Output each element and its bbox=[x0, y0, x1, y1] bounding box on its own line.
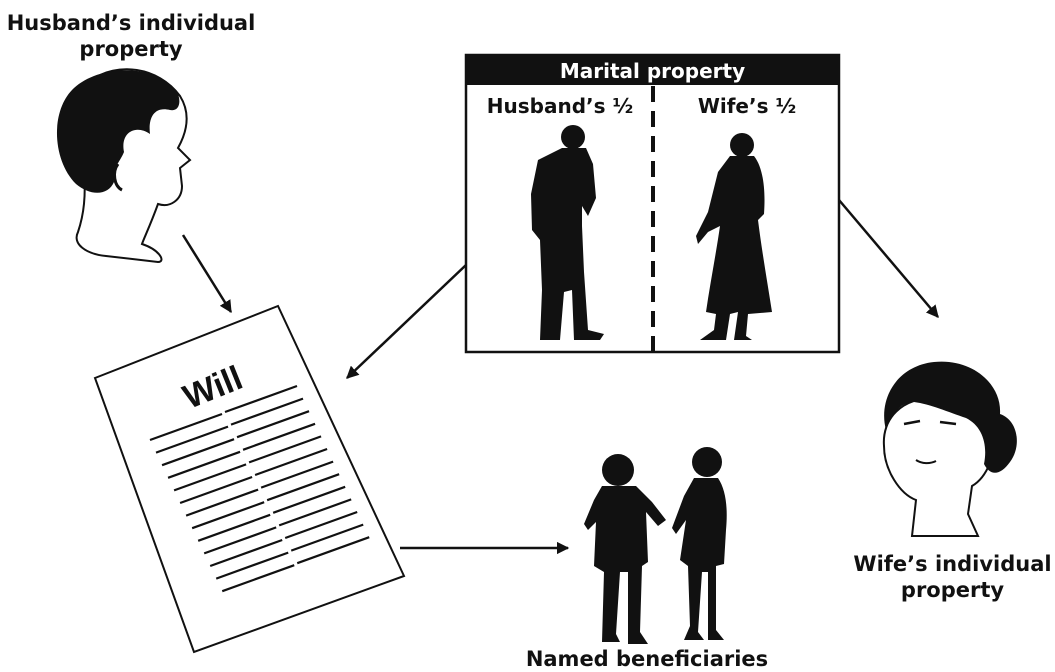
husband-silhouette-icon bbox=[531, 125, 604, 340]
will-text-line bbox=[197, 513, 271, 542]
wife-silhouette-icon bbox=[696, 133, 772, 340]
will-text-line bbox=[221, 564, 295, 593]
will-text-line bbox=[215, 551, 289, 580]
beneficiaries-label: Named beneficiaries bbox=[525, 647, 769, 671]
will-text-line bbox=[272, 485, 346, 514]
arrow-marital-to-will bbox=[346, 264, 467, 379]
will-text-line bbox=[161, 438, 235, 467]
wife-property-label-line2: property bbox=[900, 578, 1005, 602]
will-text-line bbox=[266, 473, 340, 502]
will-text-line bbox=[242, 422, 316, 451]
children-silhouette-icon bbox=[584, 447, 727, 644]
wife-half-label: Wife’s ½ bbox=[697, 94, 797, 118]
will-text-line bbox=[236, 410, 310, 439]
will-document bbox=[93, 304, 406, 654]
will-text-line bbox=[209, 538, 283, 568]
marital-property-title: Marital property bbox=[559, 59, 746, 83]
husband-property-label-line1: Husband’s individual bbox=[6, 11, 256, 35]
will-text-line bbox=[248, 435, 322, 464]
will-text-line bbox=[167, 450, 241, 479]
husband-property-label: Husband’s individual property bbox=[0, 10, 262, 62]
marital-property-box bbox=[464, 53, 841, 354]
will-text-line bbox=[254, 447, 328, 477]
will-text-line bbox=[149, 412, 223, 442]
will-text-line bbox=[284, 510, 358, 540]
will-text-line bbox=[224, 384, 298, 414]
will-text-line bbox=[191, 501, 265, 530]
arrow-marital-to-wife bbox=[838, 199, 939, 318]
wife-head-icon bbox=[882, 361, 1017, 537]
will-text-line bbox=[179, 475, 253, 505]
will-text-line bbox=[260, 460, 334, 489]
will-text-line bbox=[290, 523, 364, 552]
wife-property-label: Wife’s individual property bbox=[850, 551, 1055, 603]
wife-property-label-line1: Wife’s individual bbox=[853, 552, 1052, 576]
will-text-line bbox=[230, 397, 304, 426]
will-text-line bbox=[203, 526, 277, 555]
will-text-line bbox=[296, 536, 370, 565]
husband-property-label-line2: property bbox=[79, 37, 183, 61]
will-text-line bbox=[173, 463, 247, 492]
will-text-line bbox=[278, 498, 352, 527]
husband-half-label: Husband’s ½ bbox=[486, 94, 634, 118]
will-text-line bbox=[185, 488, 259, 517]
will-text-line bbox=[155, 425, 229, 454]
husband-head-icon bbox=[56, 68, 192, 264]
arrow-husband-to-will bbox=[181, 234, 233, 314]
